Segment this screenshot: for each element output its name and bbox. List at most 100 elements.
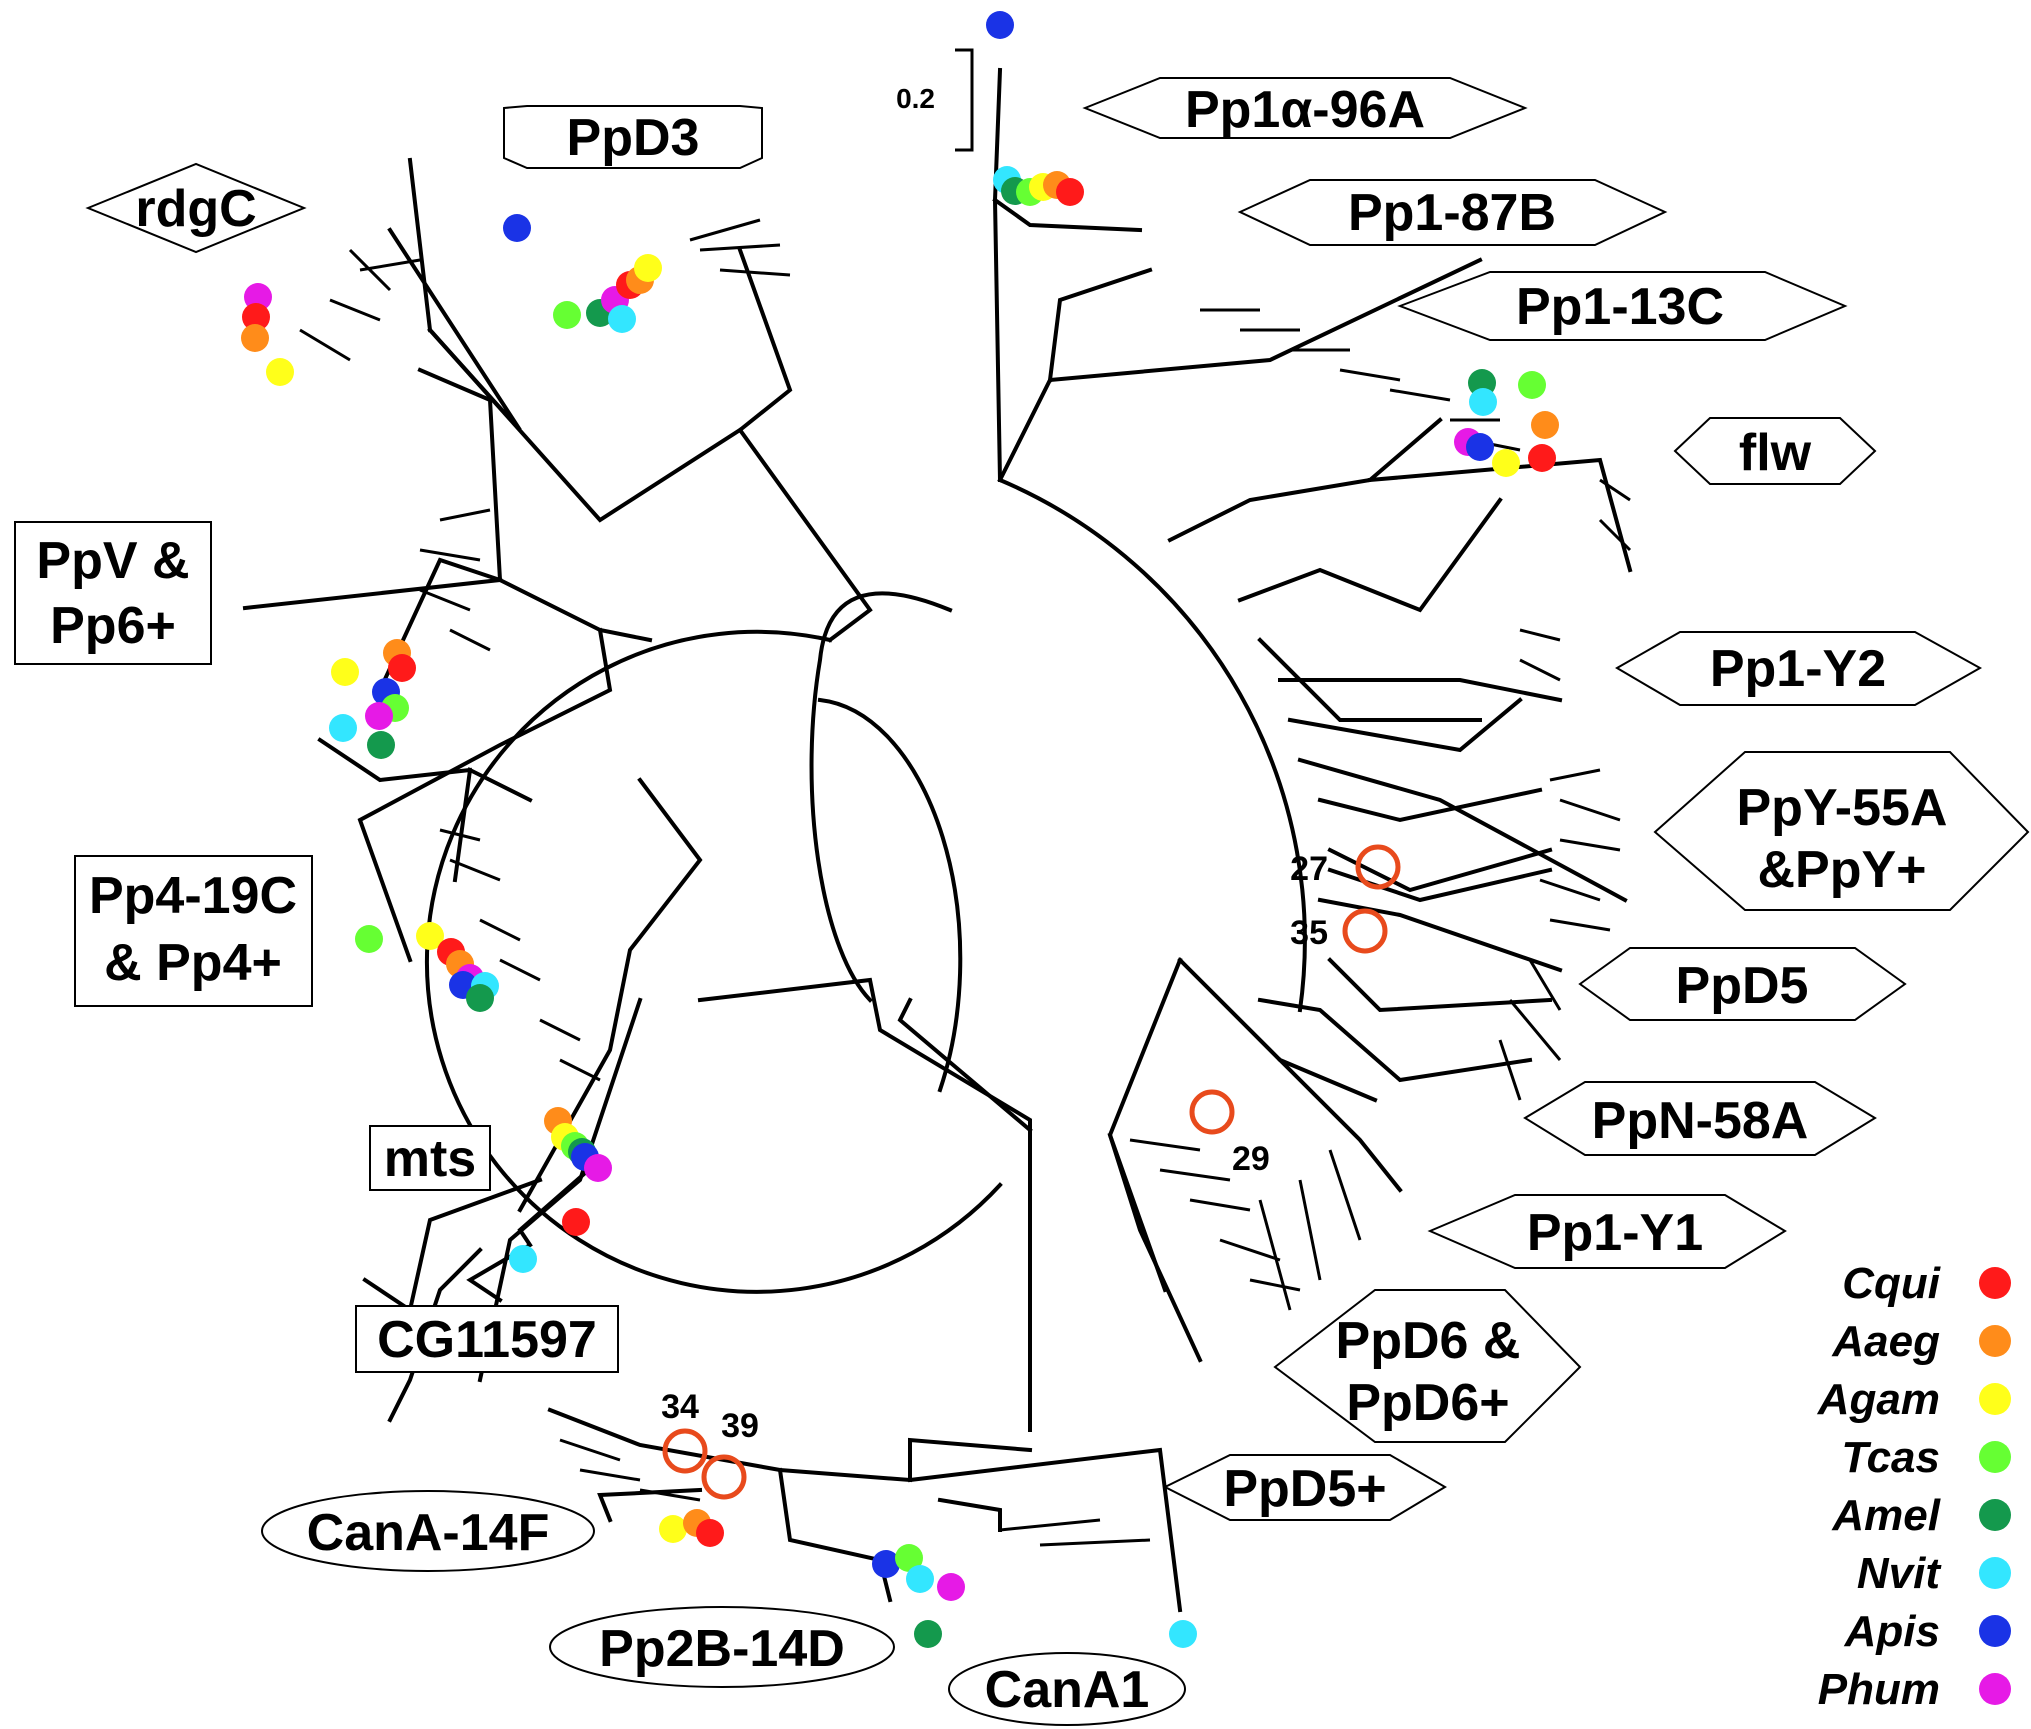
tip-dot-amel <box>914 1620 942 1648</box>
clade-label-line2: & Pp4+ <box>104 934 282 992</box>
tip-dot-tcas <box>1518 371 1546 399</box>
tip-dot-apis <box>872 1550 900 1578</box>
clade-label: CG11597 <box>377 1311 597 1369</box>
clade-label: PpD3 <box>567 109 700 167</box>
tip-dot-apis <box>1466 433 1494 461</box>
bootstrap-node-27: 27 <box>1290 844 1401 890</box>
tip-dot-cqui <box>562 1208 590 1236</box>
clade-label: Pp2B-14D <box>599 1620 845 1678</box>
bootstrap-value: 27 <box>1290 850 1328 888</box>
clade-pp419c: Pp4-19C & Pp4+ <box>74 855 313 1007</box>
bootstrap-node-34: 34 <box>661 1388 708 1474</box>
clade-label: CanA-14F <box>307 1504 550 1562</box>
tip-dot-agam <box>634 254 662 282</box>
legend-color-swatch <box>1979 1325 2011 1357</box>
clade-label: rdgC <box>135 180 256 238</box>
bootstrap-node-35: 35 <box>1290 908 1388 954</box>
tip-dot-tcas <box>355 925 383 953</box>
clade-label: PpN-58A <box>1592 1092 1809 1150</box>
tip-dot-cqui <box>1056 178 1084 206</box>
bootstrap-value: 35 <box>1290 914 1328 952</box>
tip-dot-phum <box>937 1573 965 1601</box>
tip-dot-agam <box>416 922 444 950</box>
bootstrap-node-29: 29 <box>1189 1089 1270 1178</box>
tip-dot-nvit <box>329 714 357 742</box>
clade-cg11597: CG11597 <box>355 1305 619 1373</box>
clade-pp1y2: Pp1-Y2 <box>1615 631 1983 706</box>
tip-dot-amel <box>466 984 494 1012</box>
tip-dot-tcas <box>553 301 581 329</box>
tip-dot-apis <box>986 11 1014 39</box>
clade-pp2b14d: Pp2B-14D <box>549 1606 895 1688</box>
tip-dot-aaeg <box>1531 411 1559 439</box>
clade-label: Pp1-Y1 <box>1527 1204 1703 1262</box>
legend-color-swatch <box>1979 1557 2011 1589</box>
clade-label: Pp1-Y2 <box>1710 640 1886 698</box>
legend-species-label: Apis <box>1844 1607 1940 1656</box>
legend-color-swatch <box>1979 1615 2011 1647</box>
tip-dot-cqui <box>696 1519 724 1547</box>
clade-mts: mts <box>369 1125 491 1191</box>
clade-ppv: PpV & Pp6+ <box>14 521 212 665</box>
tip-dot-cqui <box>388 654 416 682</box>
species-tip-dots <box>241 11 1559 1648</box>
legend-species-label: Aaeg <box>1831 1317 1940 1366</box>
tip-dot-nvit <box>509 1245 537 1273</box>
clade-pp1a96a: Pp1α-96A <box>1082 77 1528 139</box>
clade-label: Pp4-19C <box>89 867 297 925</box>
clade-label-line2: &PpY+ <box>1757 841 1926 899</box>
tip-dot-phum <box>365 702 393 730</box>
tree-branches <box>242 67 1633 1613</box>
clade-label-line2: Pp6+ <box>50 597 176 655</box>
legend-species-label: Phum <box>1818 1665 1940 1714</box>
legend-species-label: Tcas <box>1841 1433 1940 1482</box>
legend-species-label: Agam <box>1817 1375 1940 1424</box>
legend-species-label: Cqui <box>1842 1259 1941 1308</box>
tip-dot-agam <box>1492 449 1520 477</box>
legend-color-swatch <box>1979 1267 2011 1299</box>
tip-dot-agam <box>659 1515 687 1543</box>
tip-dot-nvit <box>906 1565 934 1593</box>
clade-label: PpV & <box>36 532 189 590</box>
clade-rdgc: rdgC <box>85 162 307 254</box>
scale-bar-label: 0.2 <box>896 83 935 114</box>
legend-color-swatch <box>1979 1499 2011 1531</box>
legend-color-swatch <box>1979 1441 2011 1473</box>
clade-label: PpD6 & <box>1336 1312 1521 1370</box>
tip-dot-phum <box>584 1154 612 1182</box>
legend-species-label: Nvit <box>1857 1549 1942 1598</box>
tip-dot-tcas <box>895 1544 923 1572</box>
bootstrap-node-39: 39 <box>701 1407 759 1500</box>
clade-flw: flw <box>1673 417 1877 485</box>
clade-ppd5plus: PpD5+ <box>1162 1454 1447 1521</box>
clade-ppy55a: PpY-55A &PpY+ <box>1653 751 2030 911</box>
clade-cana14f: CanA-14F <box>261 1490 595 1572</box>
tip-dot-cqui <box>1528 444 1556 472</box>
clade-label: PpD5+ <box>1223 1460 1386 1518</box>
clade-ppd3: PpD3 <box>503 105 763 169</box>
clade-ppn58a: PpN-58A <box>1523 1081 1877 1156</box>
clade-label: Pp1-87B <box>1348 184 1556 242</box>
tip-dot-aaeg <box>241 324 269 352</box>
tip-dot-agam <box>266 358 294 386</box>
scale-bar: 0.2 <box>896 48 974 152</box>
clade-ppd6: PpD6 & PpD6+ <box>1273 1289 1582 1443</box>
tip-dot-apis <box>503 214 531 242</box>
clade-ppd5: PpD5 <box>1578 947 1907 1021</box>
clade-label: Pp1α-96A <box>1185 81 1425 139</box>
clade-label: flw <box>1739 424 1812 482</box>
tip-dot-nvit <box>1169 1620 1197 1648</box>
tip-dot-nvit <box>1469 388 1497 416</box>
clade-pp113c: Pp1-13C <box>1397 271 1848 341</box>
clade-pp187b: Pp1-87B <box>1237 179 1668 246</box>
clade-cana1: CanA1 <box>948 1652 1186 1726</box>
clade-label: mts <box>384 1130 476 1188</box>
bootstrap-value: 39 <box>721 1407 759 1445</box>
tip-dot-agam <box>331 658 359 686</box>
clade-label: PpY-55A <box>1737 779 1948 837</box>
tip-dot-amel <box>367 731 395 759</box>
legend-color-swatch <box>1979 1673 2011 1705</box>
tip-dot-cqui <box>242 303 270 331</box>
